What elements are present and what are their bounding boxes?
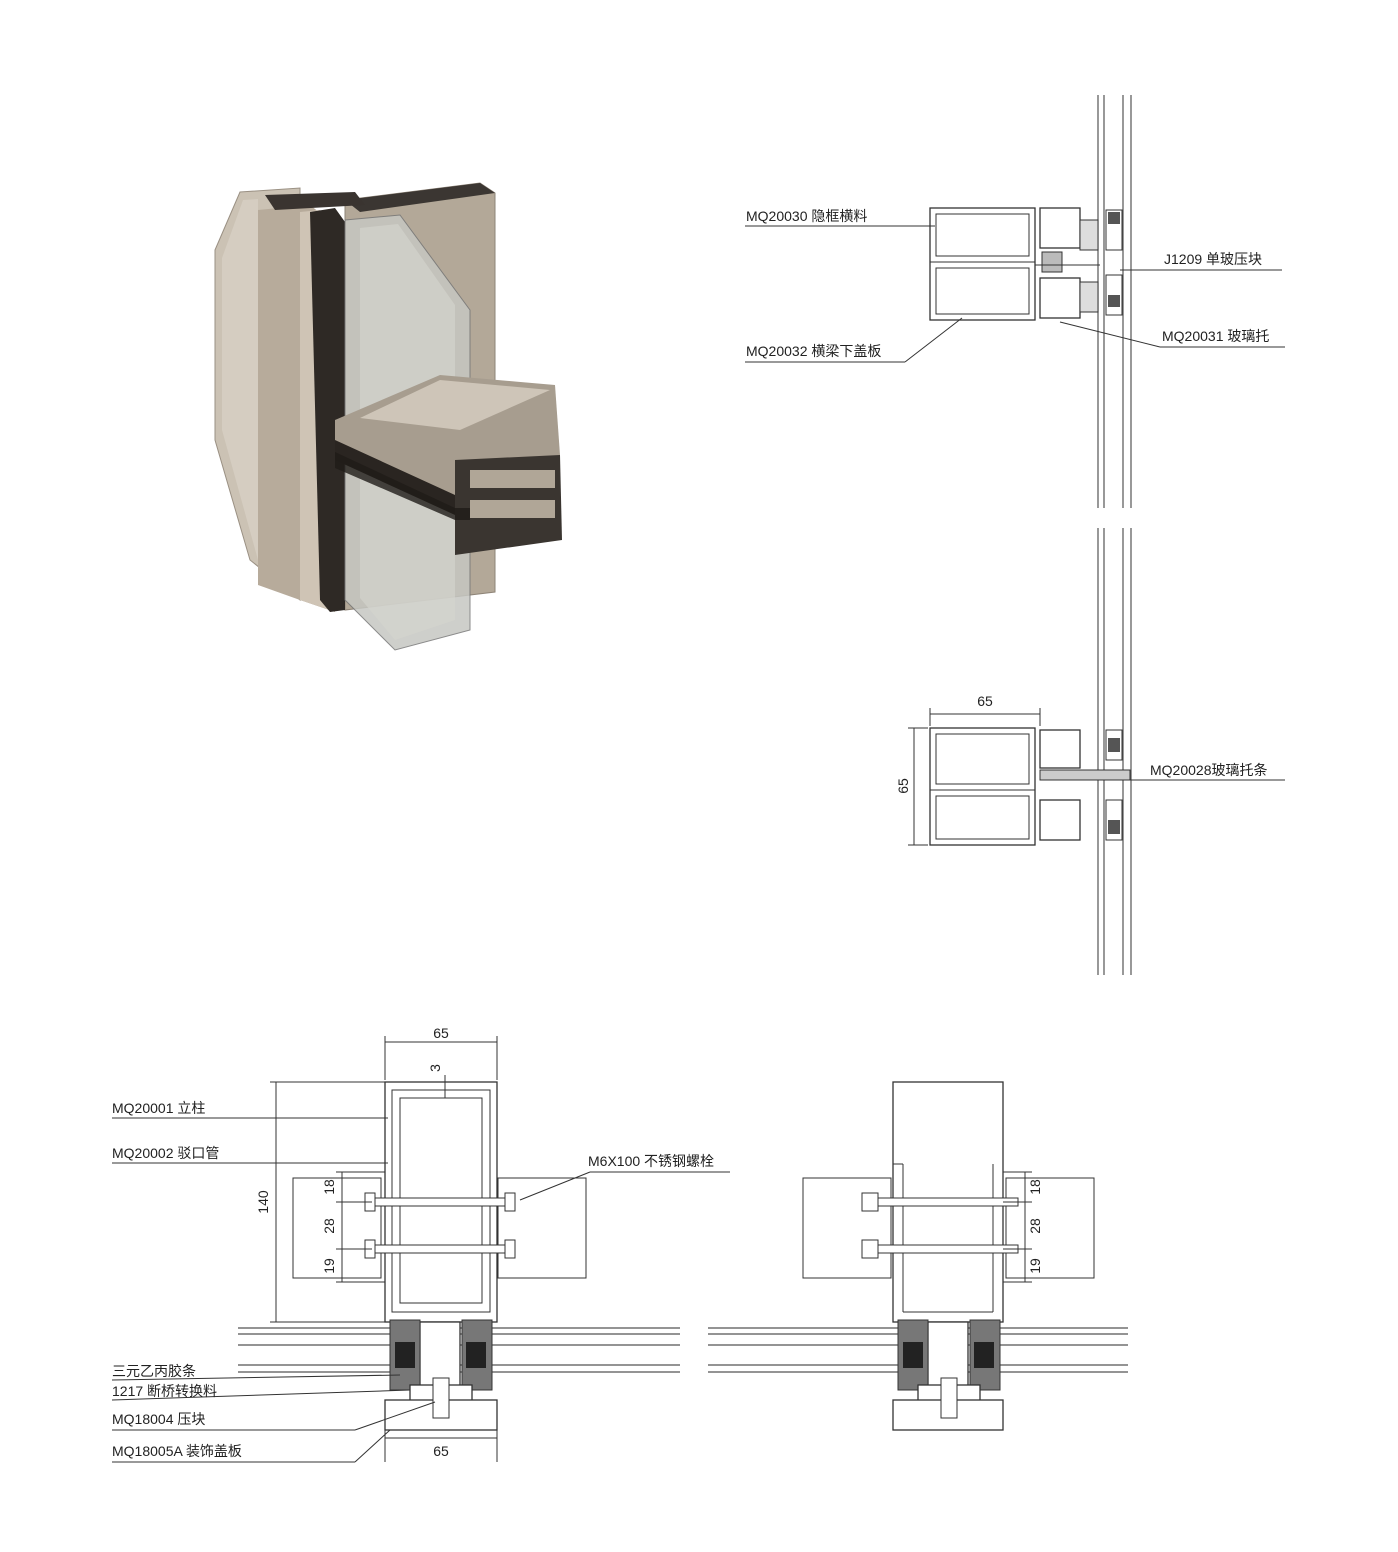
- mullion-section-right: 18 28 19: [708, 1081, 1128, 1431]
- dim-mid-width: 65: [977, 693, 993, 709]
- transom-profile: [929, 207, 1036, 321]
- dim-r-18: 18: [1027, 1179, 1043, 1195]
- dim-28: 28: [321, 1218, 337, 1234]
- label-mq18004: MQ18004 压块: [112, 1411, 205, 1427]
- label-mq20002: MQ20002 驳口管: [112, 1145, 219, 1161]
- label-m6x100: M6X100 不锈钢螺栓: [588, 1153, 714, 1169]
- dim-r-19: 19: [1027, 1258, 1043, 1274]
- mullion-section-left: 65 3 140 18 28 19 65 MQ20001 立柱: [111, 1025, 730, 1463]
- glass-support-strip: [1039, 769, 1131, 781]
- label-mq20001: MQ20001 立柱: [112, 1100, 205, 1116]
- transom-section-middle: 65 65 MQ20028玻璃托条: [895, 528, 1285, 975]
- dim-bottom-width: 65: [433, 1443, 449, 1459]
- label-1217: 1217 断桥转换料: [112, 1383, 217, 1399]
- label-mq18005a: MQ18005A 装饰盖板: [112, 1443, 242, 1459]
- dim-top-width: 65: [433, 1025, 449, 1041]
- mid-transom-profile: [929, 727, 1036, 846]
- label-mq20032: MQ20032 横梁下盖板: [746, 343, 881, 359]
- dim-wall: 3: [427, 1064, 443, 1072]
- label-j1209: J1209 单玻压块: [1164, 251, 1262, 267]
- dim-height: 140: [255, 1190, 271, 1214]
- dim-mid-height: 65: [895, 778, 911, 794]
- transom-section-top: MQ20030 隐框横料 J1209 单玻压块 MQ20032 横梁下盖板 MQ…: [745, 95, 1285, 508]
- label-mq20031: MQ20031 玻璃托: [1162, 328, 1269, 344]
- dim-r-28: 28: [1027, 1218, 1043, 1234]
- label-mq20030: MQ20030 隐框横料: [746, 208, 867, 224]
- dim-19: 19: [321, 1258, 337, 1274]
- label-mq20028: MQ20028玻璃托条: [1150, 762, 1267, 778]
- label-epdm: 三元乙丙胶条: [112, 1363, 196, 1379]
- curtain-wall-3d-render: [214, 182, 562, 651]
- dim-18: 18: [321, 1179, 337, 1195]
